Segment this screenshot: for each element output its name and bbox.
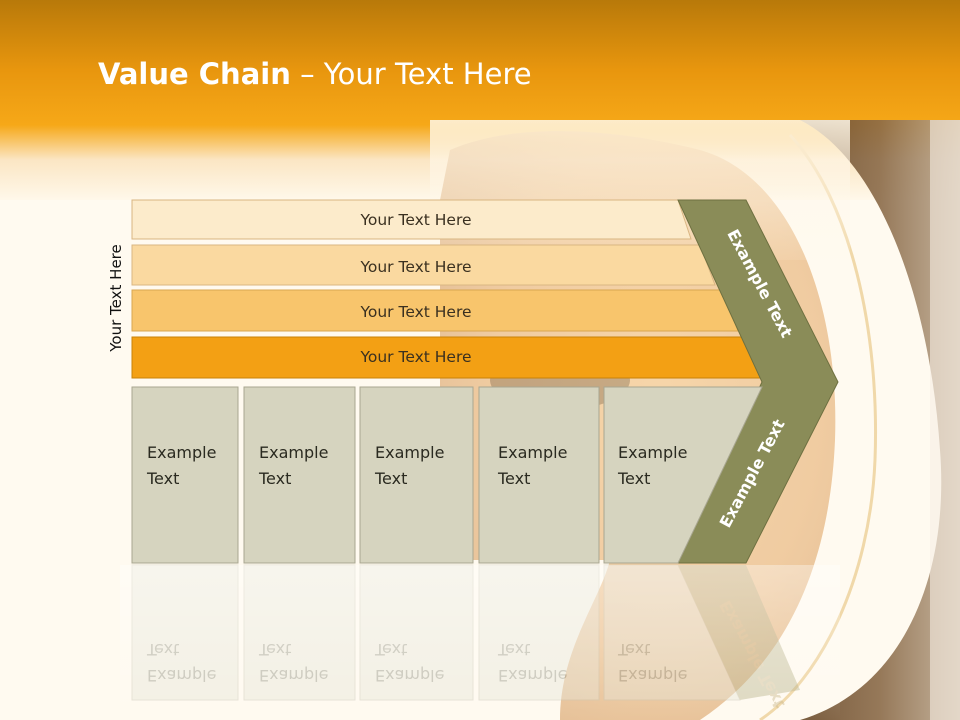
box-5-line1: Example bbox=[618, 443, 687, 462]
title-rest: – Your Text Here bbox=[290, 57, 532, 91]
box-3-line2: Text bbox=[374, 469, 407, 488]
box-2-line2: Text bbox=[258, 469, 291, 488]
bar-1-label: Your Text Here bbox=[359, 211, 471, 229]
box-2 bbox=[243, 386, 356, 564]
box-4 bbox=[478, 386, 600, 564]
box-4-line1: Example bbox=[498, 443, 567, 462]
box-3 bbox=[359, 386, 474, 564]
box-5-line2: Text bbox=[617, 469, 650, 488]
bar-4-label: Your Text Here bbox=[359, 348, 471, 366]
box-5 bbox=[603, 386, 763, 564]
bar-1 bbox=[131, 199, 692, 240]
box-1-line2: Text bbox=[146, 469, 179, 488]
bar-2-label: Your Text Here bbox=[359, 258, 471, 276]
chevron-arrow bbox=[677, 199, 839, 564]
box-3-line1: Example bbox=[375, 443, 444, 462]
slide-title: Value Chain – Your Text Here bbox=[98, 52, 532, 96]
box-1-line1: Example bbox=[147, 443, 216, 462]
box-4-line2: Text bbox=[497, 469, 530, 488]
title-bold: Value Chain bbox=[98, 57, 291, 91]
bar-2 bbox=[131, 244, 716, 286]
box-2-line1: Example bbox=[259, 443, 328, 462]
box-1 bbox=[131, 386, 239, 564]
bar-3-label: Your Text Here bbox=[359, 303, 471, 321]
